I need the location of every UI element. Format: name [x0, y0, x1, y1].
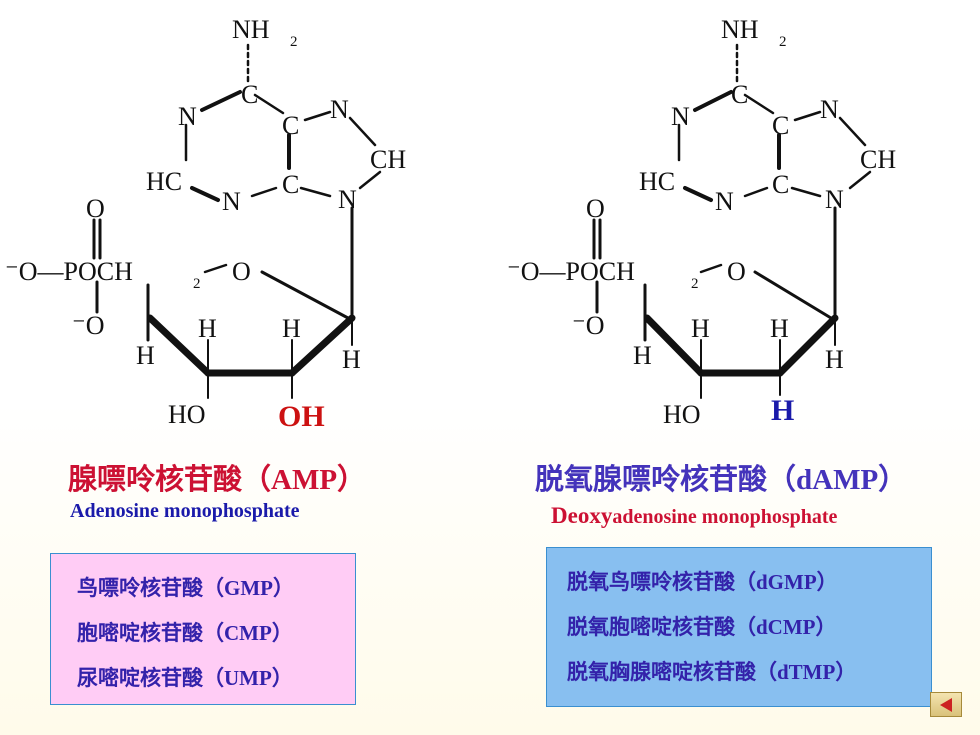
- list-item-dcmp: 脱氧胞嘧啶核苷酸（dCMP）: [567, 615, 837, 639]
- amp-n3-label: N: [222, 187, 241, 216]
- amp-name-chinese: 腺嘌呤核苷酸（AMP）: [68, 464, 367, 496]
- damp-ring-o-label: O: [727, 257, 746, 286]
- damp-structure: NH 2 N C C N CH HC N C N O ⁻O—POCH 2 O ⁻…: [505, 0, 975, 450]
- amp-name-english: Adenosine monophosphate: [70, 500, 300, 522]
- damp-ch8-label: CH: [860, 145, 896, 174]
- damp-ho-label: HO: [663, 400, 701, 429]
- amp-h-d-label: H: [342, 345, 361, 374]
- damp-o-minus-label: ⁻O: [572, 311, 605, 340]
- list-item-dgmp: 脱氧鸟嘌呤核苷酸（dGMP）: [567, 570, 838, 594]
- damp-2prime-h-highlight: H: [771, 394, 794, 427]
- damp-o-double-label: O: [586, 194, 605, 223]
- deoxyribonucleotide-list-box: 脱氧鸟嘌呤核苷酸（dGMP） 脱氧胞嘧啶核苷酸（dCMP） 脱氧胸腺嘧啶核苷酸（…: [546, 547, 932, 707]
- damp-phosphate-label: ⁻O—POCH: [507, 257, 635, 286]
- amp-h-a-label: H: [198, 314, 217, 343]
- amp-hc2-label: HC: [146, 167, 182, 196]
- damp-name-english-prefix: Deoxy: [551, 503, 613, 528]
- amp-phosphate-label: ⁻O—POCH: [5, 257, 133, 286]
- damp-h-b-label: H: [770, 314, 789, 343]
- damp-h-a-label: H: [691, 314, 710, 343]
- amp-c5-label: C: [282, 111, 299, 140]
- amp-o-double-label: O: [86, 194, 105, 223]
- damp-name-english-rest: adenosine monophosphate: [612, 506, 838, 528]
- damp-nh2-subscript: 2: [779, 34, 787, 50]
- damp-nh2-label: NH: [721, 15, 759, 44]
- amp-2prime-oh-highlight: OH: [278, 400, 325, 433]
- damp-n9-label: N: [825, 185, 844, 214]
- damp-n3-label: N: [715, 187, 734, 216]
- damp-c4-label: C: [772, 170, 789, 199]
- damp-h-c-label: H: [633, 341, 652, 370]
- previous-slide-button[interactable]: [930, 692, 962, 717]
- amp-n9-label: N: [338, 185, 357, 214]
- damp-n1-label: N: [671, 102, 690, 131]
- amp-ch8-label: CH: [370, 145, 406, 174]
- damp-name-english: Deoxyadenosine monophosphate: [551, 503, 837, 529]
- amp-h-c-label: H: [136, 341, 155, 370]
- list-item-dtmp: 脱氧胸腺嘧啶核苷酸（dTMP）: [567, 660, 857, 684]
- amp-n7-label: N: [330, 95, 349, 124]
- damp-hc2-label: HC: [639, 167, 675, 196]
- amp-h-b-label: H: [282, 314, 301, 343]
- amp-ch2-subscript: 2: [193, 276, 201, 292]
- amp-nh2-label: NH: [232, 15, 270, 44]
- damp-name-chinese: 脱氧腺嘌呤核苷酸（dAMP）: [535, 464, 908, 496]
- amp-c4-label: C: [282, 170, 299, 199]
- list-item-ump: 尿嘧啶核苷酸（UMP）: [77, 666, 293, 690]
- triangle-left-icon: [940, 698, 952, 712]
- ribonucleotide-list-box: 鸟嘌呤核苷酸（GMP） 胞嘧啶核苷酸（CMP） 尿嘧啶核苷酸（UMP）: [50, 553, 356, 705]
- amp-ring-o-label: O: [232, 257, 251, 286]
- damp-c6-label: C: [731, 80, 748, 109]
- amp-o-minus-label: ⁻O: [72, 311, 105, 340]
- damp-n7-label: N: [820, 95, 839, 124]
- damp-c5-label: C: [772, 111, 789, 140]
- amp-c6-label: C: [241, 80, 258, 109]
- list-item-gmp: 鸟嘌呤核苷酸（GMP）: [77, 576, 294, 600]
- amp-ho-label: HO: [168, 400, 206, 429]
- list-item-cmp: 胞嘧啶核苷酸（CMP）: [77, 621, 293, 645]
- amp-nh2-subscript: 2: [290, 34, 298, 50]
- amp-n1-label: N: [178, 102, 197, 131]
- amp-structure: NH 2 N C C N CH HC N C N O ⁻O—POCH 2 O ⁻…: [0, 0, 470, 450]
- damp-ch2-subscript: 2: [691, 276, 699, 292]
- damp-h-d-label: H: [825, 345, 844, 374]
